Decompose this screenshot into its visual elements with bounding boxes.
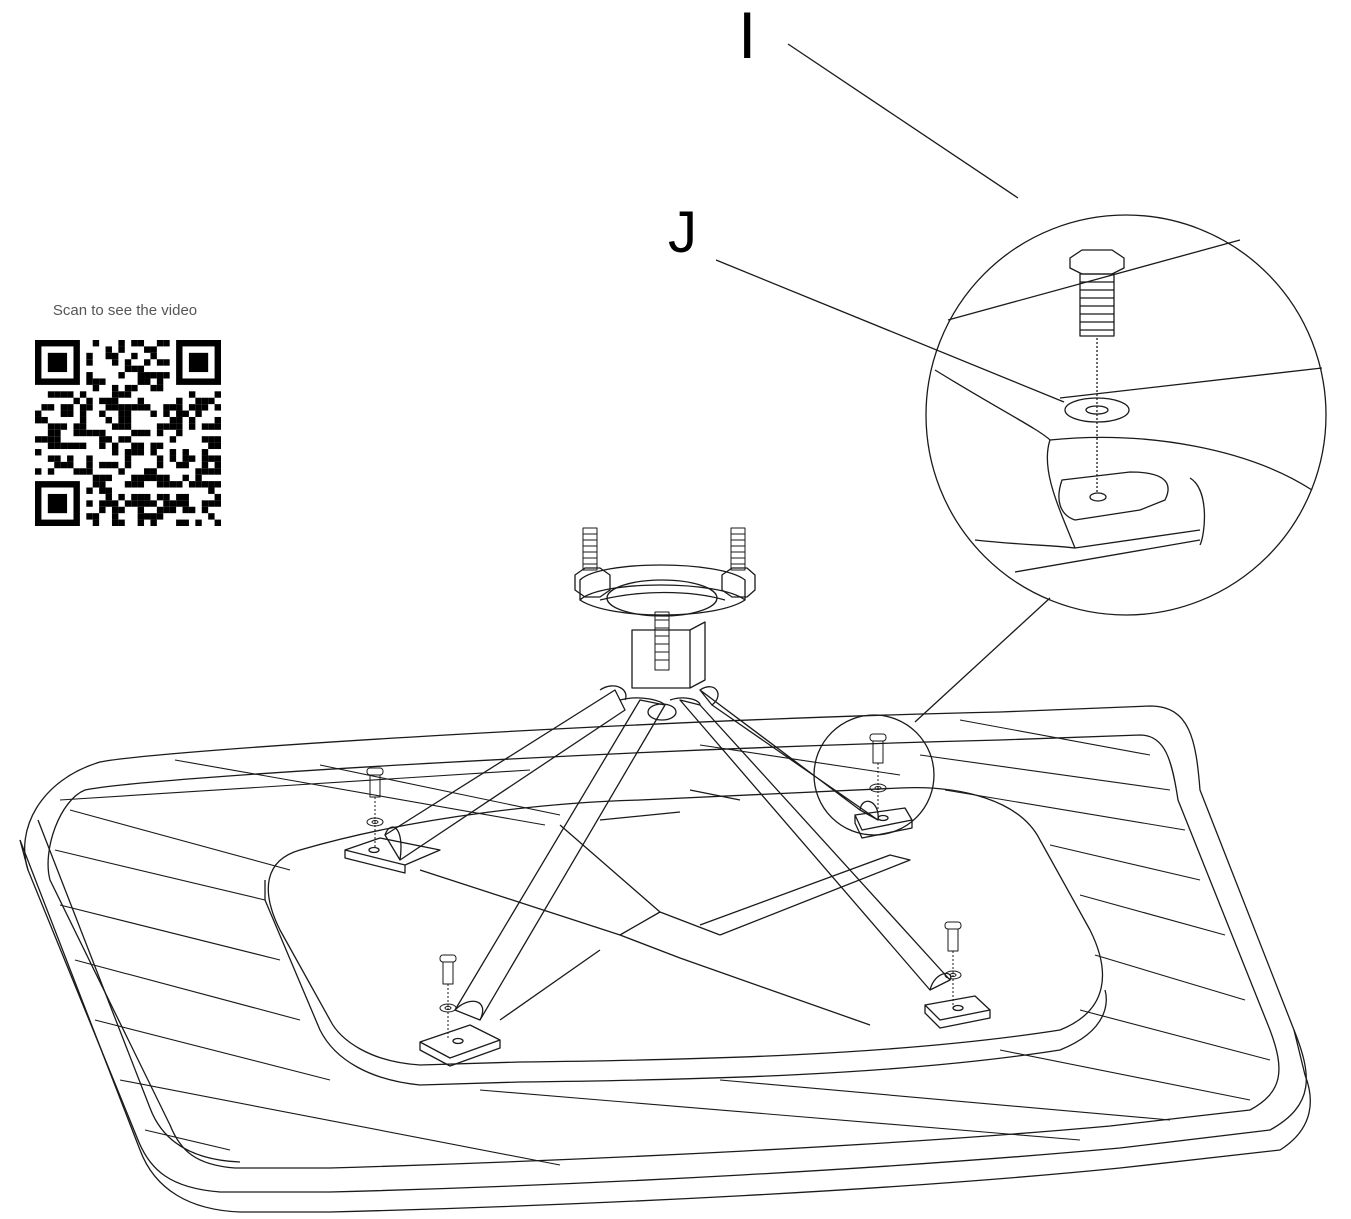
leg-foot-flares	[384, 800, 952, 1021]
foot-pad-front-right	[924, 995, 991, 1029]
slat-line	[119, 1079, 561, 1166]
stand-legs	[384, 685, 952, 1021]
table-top-inner-frame-lower	[37, 819, 241, 1163]
clamp-block-side	[689, 621, 706, 689]
slat-line	[1049, 844, 1201, 881]
detail-pad-hole	[1089, 492, 1107, 502]
callout-label-washer: J	[668, 200, 697, 265]
foot-pad-back-right	[854, 807, 913, 839]
table-slats	[54, 719, 1271, 1166]
table-top-inner-frame	[47, 734, 1280, 1169]
slat-line	[319, 764, 561, 816]
slat-line	[144, 1129, 231, 1151]
detail-foot-pad	[1058, 471, 1169, 521]
clamp-saddle-lower	[579, 591, 746, 616]
detail-circle	[925, 214, 1327, 616]
thread-marks	[583, 533, 745, 661]
pad-hole	[452, 1037, 464, 1045]
detail-bolt-head	[1069, 249, 1125, 275]
thread-left	[582, 527, 598, 571]
slat-line	[69, 809, 291, 871]
leg-front-right	[679, 699, 951, 991]
leg-joint-flares	[599, 685, 719, 706]
rim-thickness-right	[1293, 1029, 1306, 1076]
slat-line	[1094, 954, 1246, 1001]
center-nut	[647, 703, 677, 721]
table-top-outer-edge-lower	[19, 839, 1311, 1213]
washer	[944, 970, 962, 980]
callout-label-bolt: I	[738, 0, 757, 72]
detail-view	[813, 214, 1327, 836]
pad-hole	[368, 846, 380, 854]
clamp-bolt-threads	[582, 527, 746, 671]
bolt-front-left	[439, 954, 457, 1038]
plate-inner-lines	[599, 789, 741, 821]
qr-caption: Scan to see the video	[52, 302, 198, 319]
slat-line	[699, 744, 901, 776]
slat-line	[74, 959, 301, 1021]
bolt-front-right	[944, 921, 962, 1005]
slat-line	[719, 1079, 1171, 1121]
pad-hole	[952, 1004, 964, 1012]
bolt-back-left	[366, 767, 384, 848]
hex-nut-left	[574, 567, 611, 598]
slat-line	[1079, 1009, 1271, 1061]
qr-code-icon[interactable]	[35, 340, 221, 526]
detail-leader	[914, 597, 1051, 723]
plate-cross-cutout	[419, 824, 911, 1026]
clamp-saddle	[579, 564, 746, 601]
slat-line	[59, 904, 281, 961]
foot-pad-back-left	[344, 837, 441, 874]
pole-opening	[606, 579, 718, 617]
slat-line	[59, 769, 531, 801]
bolt-back-right	[869, 733, 887, 815]
washer	[439, 1003, 457, 1013]
slat-line	[94, 1019, 331, 1081]
table-top	[19, 705, 1311, 1213]
slat-line	[174, 759, 546, 826]
pad-hole	[877, 814, 889, 822]
slat-line	[944, 789, 1186, 831]
detail-bolt-threads	[1080, 281, 1114, 331]
slat-line	[54, 849, 266, 901]
mounting-plate	[264, 786, 1107, 1086]
detail-source-circle	[813, 714, 935, 836]
detail-table-lines	[934, 239, 1323, 573]
leader-line-i	[787, 43, 1019, 199]
slat-line	[1079, 894, 1226, 936]
leader-line-j	[715, 259, 1065, 403]
hex-nut-right	[721, 567, 756, 598]
slat-line	[999, 1049, 1251, 1101]
foot-pads	[344, 807, 991, 1067]
thread-right	[730, 527, 746, 571]
washer	[869, 783, 887, 793]
foot-pad-front-left	[419, 1024, 501, 1067]
thread-center	[654, 611, 670, 671]
detail-bolt-shank	[1079, 273, 1115, 337]
exploded-bolts	[366, 733, 962, 1038]
leg-front-left	[454, 699, 666, 1021]
clamp-block	[631, 629, 691, 689]
mounting-plate-bottom-edge	[264, 880, 1107, 1086]
pole-clamp	[574, 527, 756, 721]
washer	[366, 817, 384, 827]
slat-line	[919, 754, 1171, 791]
slat-line	[479, 1089, 1081, 1141]
rim-thickness-left	[19, 839, 29, 871]
table-top-outer-edge	[24, 705, 1307, 1193]
slat-line	[959, 719, 1151, 756]
